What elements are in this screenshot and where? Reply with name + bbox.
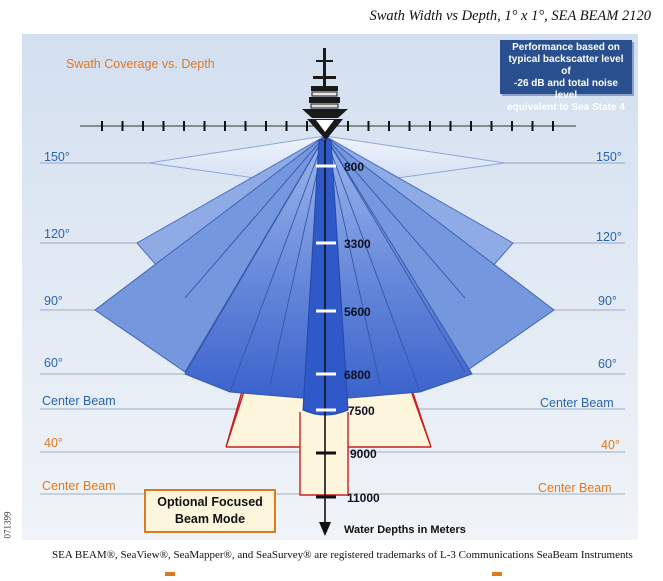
angle-label-40-right: 40° <box>601 438 620 452</box>
depth-label-3300: 3300 <box>344 237 371 251</box>
angle-label-120-left: 120° <box>44 227 70 241</box>
angle-label-120-right: 120° <box>596 230 622 244</box>
diagram-subtitle: Swath Coverage vs. Depth <box>66 57 215 71</box>
center-beam-label-right: Center Beam <box>540 396 614 410</box>
depth-label-9000: 9000 <box>350 447 377 461</box>
depth-ticks-white <box>316 164 336 412</box>
depth-axis-arrow <box>319 522 331 536</box>
performance-note-line: equivalent to Sea State 4 <box>507 102 625 113</box>
depth-label-6800: 6800 <box>344 368 371 382</box>
depth-label-11000: 11000 <box>347 491 380 505</box>
optional-focused-beam-box: Optional Focused Beam Mode <box>144 489 276 533</box>
center-beam-focused-label-right: Center Beam <box>538 481 612 495</box>
sector-lines <box>184 135 466 393</box>
performance-note-line: Performance based on <box>512 42 620 53</box>
page-title: Swath Width vs Depth, 1° x 1°, SEA BEAM … <box>369 8 651 24</box>
angle-label-60-left: 60° <box>44 356 63 370</box>
angle-label-90-left: 90° <box>44 294 63 308</box>
center-beam-label-left: Center Beam <box>42 394 116 408</box>
surface-ticks <box>101 121 554 131</box>
angle-label-90-right: 90° <box>598 294 617 308</box>
optional-box-line: Beam Mode <box>174 512 246 526</box>
ship-icon <box>302 48 348 140</box>
optional-box-line: Optional Focused <box>157 495 263 509</box>
trademark-footer: SEA BEAM®, SeaView®, SeaMapper®, and Sea… <box>52 549 633 561</box>
depth-label-7500: 7500 <box>348 404 375 418</box>
angle-label-150-right: 150° <box>596 150 622 164</box>
center-beam-focused-label-left: Center Beam <box>42 479 116 493</box>
angle-label-150-left: 150° <box>44 150 70 164</box>
depth-axis-label: Water Depths in Meters <box>344 524 466 536</box>
performance-note-line: -26 dB and total noise level <box>514 78 618 101</box>
angle-label-60-right: 60° <box>598 357 617 371</box>
depth-ticks-dark <box>316 451 336 499</box>
performance-note-line: typical backscatter level of <box>508 54 624 77</box>
depth-label-5600: 5600 <box>344 305 371 319</box>
depth-label-800: 800 <box>344 160 365 174</box>
performance-note: Performance based on typical backscatter… <box>500 40 632 113</box>
document-id: 071399 <box>2 511 13 539</box>
angle-label-40-left: 40° <box>44 436 63 450</box>
